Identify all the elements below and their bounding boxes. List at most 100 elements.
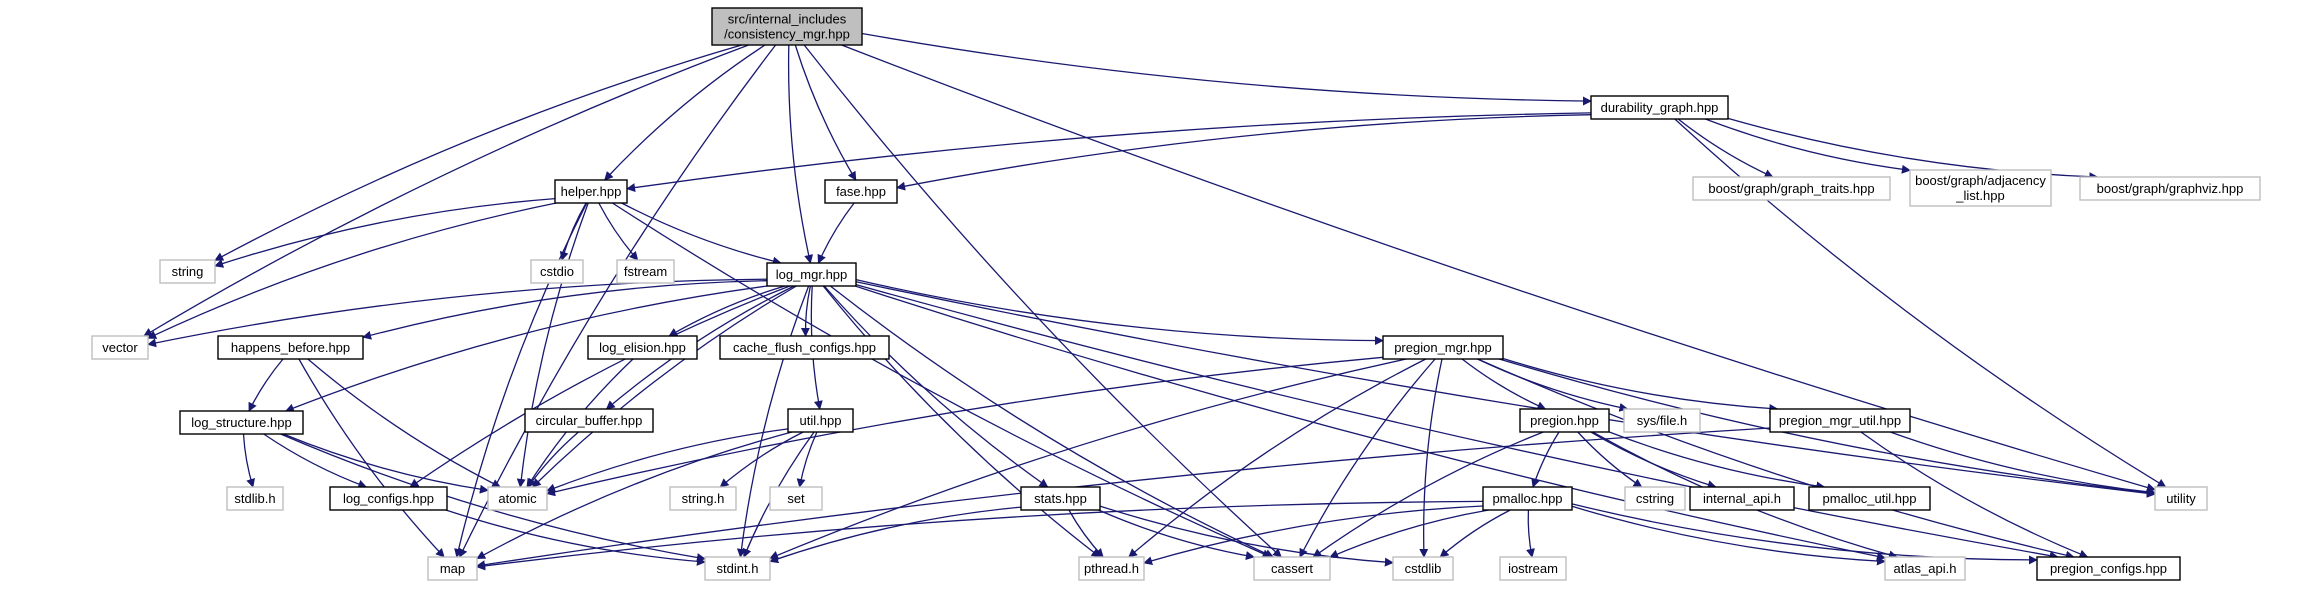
node-utility: utility xyxy=(2154,486,2208,511)
edge-stats-to-pthread xyxy=(1068,509,1104,558)
edge-durability_graph-to-adjacency_list xyxy=(1705,118,1911,174)
node-pregion-mgr[interactable]: pregion_mgr.hpp xyxy=(1382,335,1504,360)
node-pmalloc[interactable]: pmalloc.hpp xyxy=(1482,486,1573,511)
node-label: stdlib.h xyxy=(234,491,275,506)
edge-root-to-fase xyxy=(794,44,857,181)
node-label: pthread.h xyxy=(1084,561,1139,576)
node-label: pregion_mgr_util.hpp xyxy=(1779,413,1901,428)
edge-happens_before-to-atomic xyxy=(307,358,502,488)
node-label: happens_before.hpp xyxy=(231,340,350,355)
node-box xyxy=(711,7,863,46)
node-box xyxy=(787,408,854,433)
edge-helper-to-string xyxy=(214,197,556,268)
edge-helper-to-vector xyxy=(147,202,557,339)
edge-helper-to-fstream xyxy=(598,202,639,261)
node-label: cstdio xyxy=(540,264,574,279)
node-log-elision[interactable]: log_elision.hpp xyxy=(587,335,698,360)
edge-stats-to-stdint xyxy=(769,506,1022,564)
node-helper[interactable]: helper.hpp xyxy=(554,179,628,204)
node-box xyxy=(1382,335,1504,360)
node-box xyxy=(824,179,898,204)
node-box xyxy=(1253,556,1331,581)
edge-root-to-utility xyxy=(841,44,2156,492)
node-pregion[interactable]: pregion.hpp xyxy=(1519,408,1610,433)
edge-pregion_mgr_util-to-map xyxy=(476,427,1771,570)
node-label: stats.hpp xyxy=(1034,491,1087,506)
node-set: set xyxy=(769,486,823,511)
node-box xyxy=(669,486,737,511)
edge-stats-to-cstdlib xyxy=(1099,505,1394,567)
node-cache-flush-configs[interactable]: cache_flush_configs.hpp xyxy=(719,335,890,360)
edge-helper-to-log_mgr xyxy=(621,202,782,266)
node-label: vector xyxy=(102,340,138,355)
node-happens-before[interactable]: happens_before.hpp xyxy=(217,335,364,360)
node-fstream: fstream xyxy=(616,259,675,284)
edge-log_structure-to-atomic xyxy=(283,433,489,494)
node-box xyxy=(487,486,548,511)
edge-log_mgr-to-pregion_mgr xyxy=(855,278,1384,346)
node-label: log_configs.hpp xyxy=(343,491,434,506)
node-box xyxy=(1624,486,1686,511)
node-atlas-api: atlas_api.h xyxy=(1884,556,1966,581)
node-durability-graph[interactable]: durability_graph.hpp xyxy=(1590,95,1729,120)
node-adjacency-list: boost/graph/adjacency_list.hpp xyxy=(1909,169,2052,207)
node-label: util.hpp xyxy=(800,413,842,428)
node-pregion-configs[interactable]: pregion_configs.hpp xyxy=(2036,556,2181,581)
node-pmalloc-util[interactable]: pmalloc_util.hpp xyxy=(1808,486,1931,511)
edge-log_configs-to-stdint xyxy=(445,509,706,566)
node-stats[interactable]: stats.hpp xyxy=(1020,486,1101,511)
node-label: /consistency_mgr.hpp xyxy=(724,27,850,42)
node-box xyxy=(766,262,857,287)
node-label: sys/file.h xyxy=(1637,413,1688,428)
edge-root-to-vector xyxy=(143,44,749,337)
edge-util-to-map xyxy=(476,431,793,560)
node-graphviz: boost/graph/graphviz.hpp xyxy=(2079,176,2261,201)
edge-pregion-to-pmalloc xyxy=(1531,431,1560,488)
edge-log_mgr-to-pthread xyxy=(822,285,1101,558)
edge-root-to-string xyxy=(214,44,742,261)
node-box xyxy=(1020,486,1101,511)
node-label: pregion_configs.hpp xyxy=(2050,561,2167,576)
node-label: pmalloc_util.hpp xyxy=(1823,491,1917,506)
node-box xyxy=(1909,169,2052,207)
node-label: string.h xyxy=(682,491,725,506)
edge-log_mgr-to-stats xyxy=(823,285,1049,488)
edge-happens_before-to-map xyxy=(298,358,445,558)
node-box xyxy=(587,335,698,360)
node-box xyxy=(2079,176,2261,201)
node-root[interactable]: src/internal_includes/consistency_mgr.hp… xyxy=(711,7,863,46)
node-log-mgr[interactable]: log_mgr.hpp xyxy=(766,262,857,287)
node-label: src/internal_includes xyxy=(728,12,847,27)
node-label: map xyxy=(440,561,465,576)
node-fase[interactable]: fase.hpp xyxy=(824,179,898,204)
edge-fase-to-log_mgr xyxy=(817,202,855,264)
edge-log_mgr-to-cassert xyxy=(829,285,1275,558)
node-sys-file: sys/file.h xyxy=(1623,408,1701,433)
node-label: cstdlib xyxy=(1405,561,1442,576)
edge-helper-to-atomic xyxy=(516,202,589,488)
node-pregion-mgr-util[interactable]: pregion_mgr_util.hpp xyxy=(1769,408,1911,433)
node-cstring: cstring xyxy=(1624,486,1686,511)
edge-log_mgr-to-cache_flush_configs xyxy=(800,285,812,337)
node-label: log_mgr.hpp xyxy=(776,267,848,282)
node-log-structure[interactable]: log_structure.hpp xyxy=(179,410,304,435)
node-util[interactable]: util.hpp xyxy=(787,408,854,433)
edge-root-to-durability_graph xyxy=(861,32,1592,106)
node-box xyxy=(1392,556,1454,581)
node-circular-buffer[interactable]: circular_buffer.hpp xyxy=(524,408,654,433)
edge-pregion_mgr-to-sys_file xyxy=(1477,358,1629,412)
edge-root-to-log_mgr xyxy=(787,44,814,264)
edge-pregion_mgr-to-cassert xyxy=(1299,358,1436,558)
node-box xyxy=(704,556,771,581)
node-label: circular_buffer.hpp xyxy=(536,413,643,428)
node-box xyxy=(530,259,584,284)
node-log-configs[interactable]: log_configs.hpp xyxy=(329,486,448,511)
node-graph-traits: boost/graph/graph_traits.hpp xyxy=(1692,176,1891,201)
node-internal-api[interactable]: internal_api.h xyxy=(1689,486,1795,511)
node-label: cassert xyxy=(1271,561,1313,576)
edge-happens_before-to-log_structure xyxy=(248,358,284,412)
node-label: iostream xyxy=(1508,561,1558,576)
edge-durability_graph-to-graphviz xyxy=(1727,117,2099,182)
node-box xyxy=(769,486,823,511)
edge-durability_graph-to-utility xyxy=(1674,118,2167,488)
